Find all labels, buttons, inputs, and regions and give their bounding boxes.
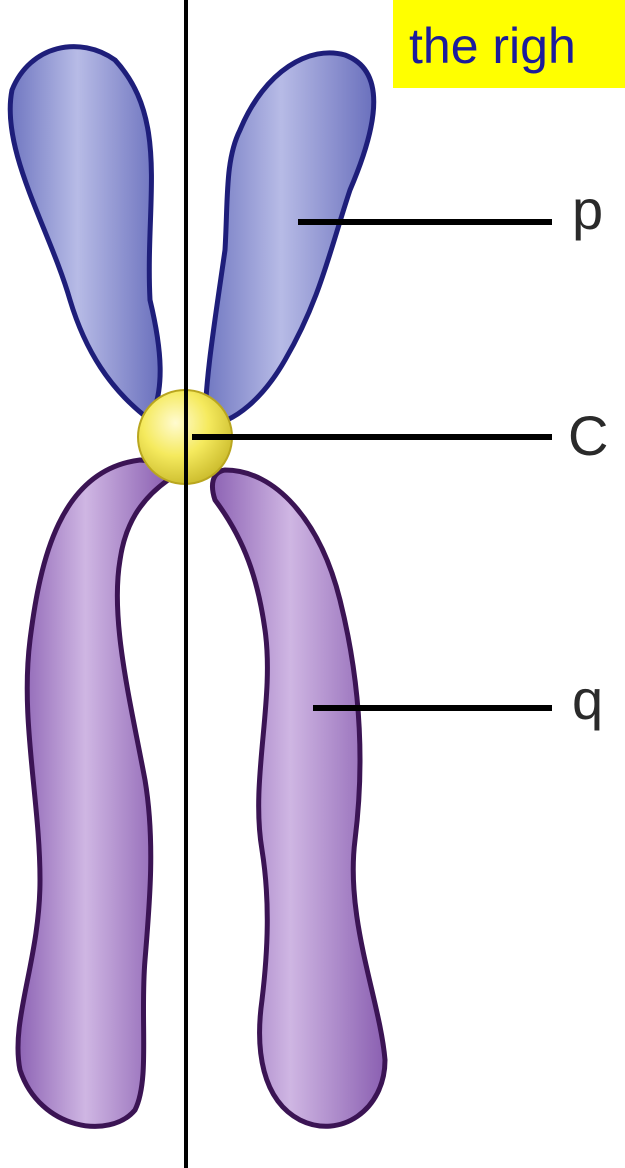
q-arm-left xyxy=(18,460,168,1126)
p-arm-left xyxy=(10,47,160,420)
label-p: p xyxy=(572,180,603,240)
highlight-text: the righ xyxy=(409,18,576,74)
p-arm-right xyxy=(205,53,374,425)
q-arm-right xyxy=(212,470,385,1126)
label-centromere: C xyxy=(568,406,608,466)
label-q: q xyxy=(572,670,603,730)
highlight-box: the righ xyxy=(393,0,625,88)
